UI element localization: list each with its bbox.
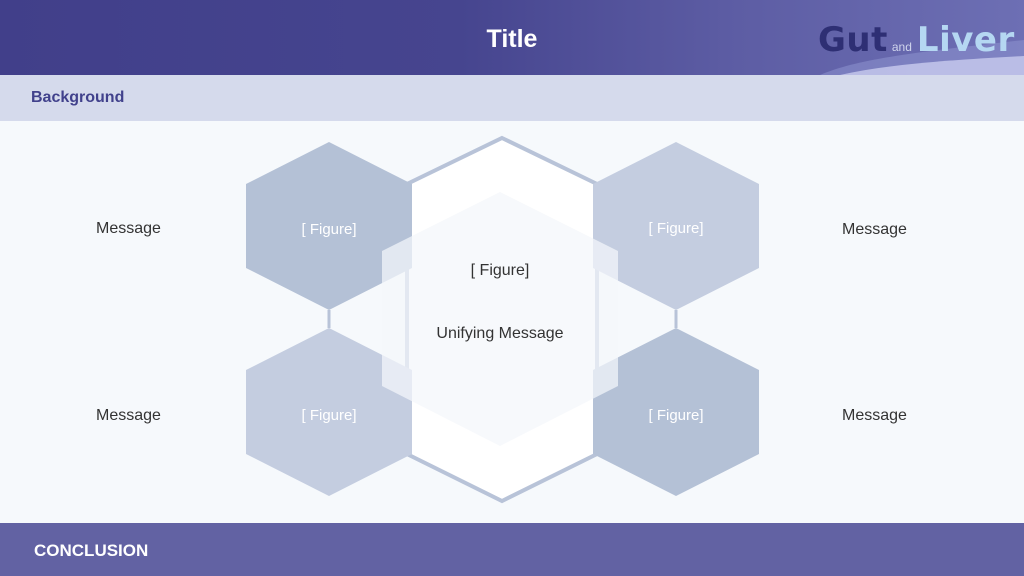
- message-top-right: Message: [842, 221, 907, 238]
- unifying-message: Unifying Message: [436, 325, 564, 342]
- hexagon-top-right: [593, 142, 759, 310]
- message-bottom-right: Message: [842, 407, 907, 424]
- figure-placeholder-top-left: [ Figure]: [301, 221, 357, 238]
- logo-wave-graphic: [820, 40, 1024, 75]
- hexagon-bottom-right: [593, 328, 759, 496]
- message-bottom-left: Message: [96, 407, 161, 424]
- message-top-left: Message: [96, 220, 161, 237]
- background-heading: Background: [31, 89, 125, 106]
- center-hexagon: [382, 192, 618, 446]
- hexagon-diagram: [246, 135, 759, 504]
- background-band: [0, 75, 1024, 121]
- logo-word-and: and: [891, 40, 912, 54]
- figure-placeholder-top-right: [ Figure]: [648, 220, 704, 237]
- conclusion-heading: CONCLUSION: [34, 541, 149, 560]
- figure-placeholder-center: [ Figure]: [470, 262, 530, 279]
- figure-placeholder-bottom-left: [ Figure]: [301, 407, 357, 424]
- hexagon-bottom-left: [246, 328, 412, 496]
- logo-word-gut: Gut: [818, 20, 888, 60]
- conclusion-bar: [0, 523, 1024, 576]
- figure-placeholder-bottom-right: [ Figure]: [648, 407, 704, 424]
- page-title: Title: [486, 25, 538, 53]
- hexagon-top-left: [246, 142, 412, 310]
- logo-word-liver: Liver: [916, 20, 1015, 60]
